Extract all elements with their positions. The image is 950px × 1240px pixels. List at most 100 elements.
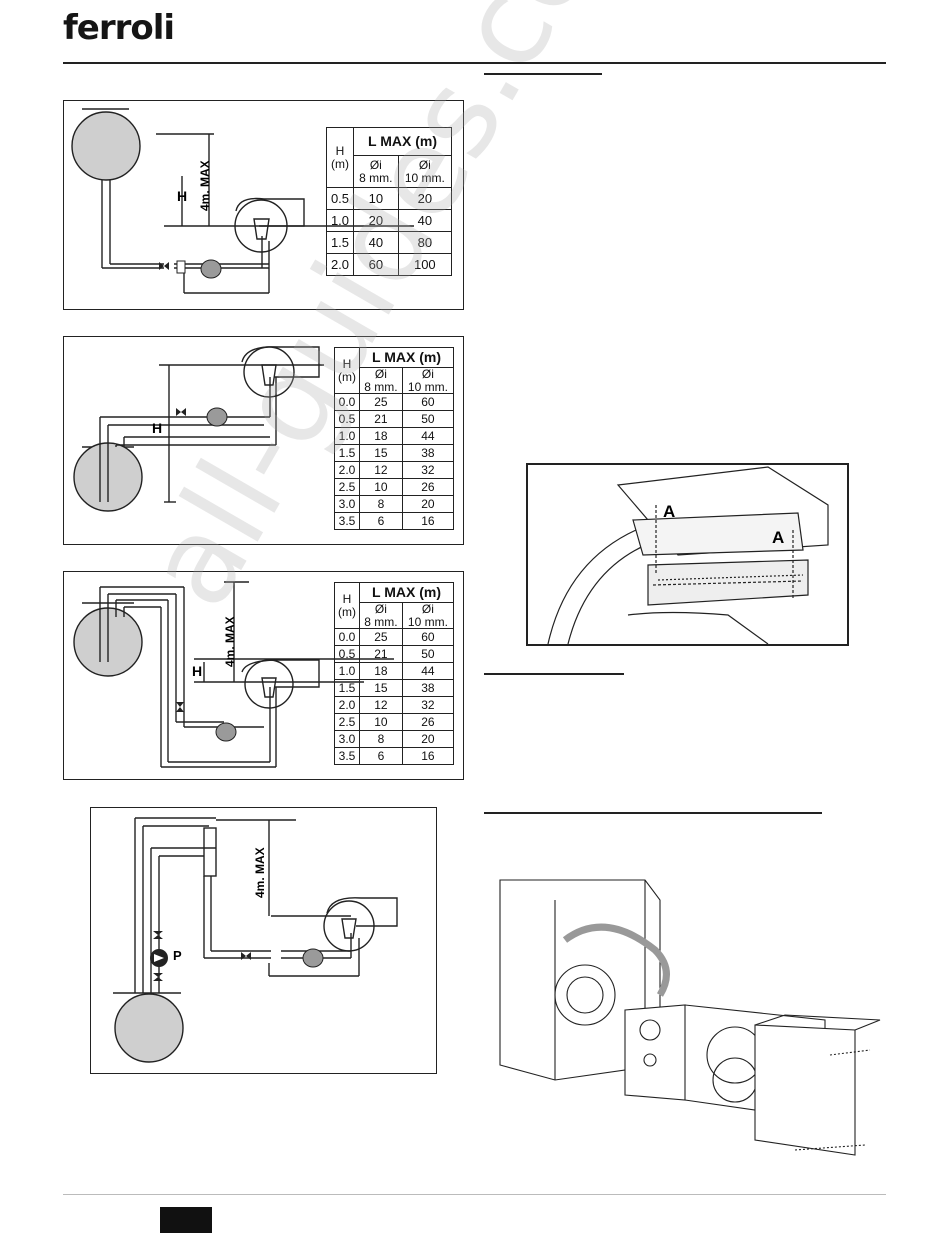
- cell-10mm: 20: [401, 495, 455, 514]
- label-h: H: [192, 663, 202, 679]
- cell-h: 1.5: [334, 679, 360, 698]
- cell-10mm: 40: [397, 209, 453, 232]
- table-title: L MAX (m): [353, 127, 452, 156]
- label-4m-max: 4m. MAX: [223, 616, 237, 667]
- cell-10mm: 50: [401, 645, 455, 664]
- cell-10mm: 26: [401, 713, 455, 732]
- label-h: H: [177, 188, 187, 204]
- col-10mm-header: Øi 10 mm.: [401, 366, 455, 395]
- figure-cover-drawing: A A: [547, 466, 829, 644]
- cell-10mm: 80: [397, 231, 453, 254]
- cell-h: 2.0: [334, 461, 360, 480]
- cell-8mm: 21: [359, 645, 403, 664]
- label-4m-max: 4m. MAX: [253, 847, 267, 898]
- cell-8mm: 10: [359, 713, 403, 732]
- section-heading-rule-3: [484, 812, 822, 814]
- section-heading-rule-2: [484, 673, 624, 675]
- cell-h: 1.0: [334, 427, 360, 446]
- cell-h: 1.5: [326, 231, 354, 254]
- cell-10mm: 16: [401, 512, 455, 531]
- cell-h: 3.0: [334, 495, 360, 514]
- cell-10mm: 26: [401, 478, 455, 497]
- cell-h: 3.5: [334, 747, 360, 766]
- cell-h: 0.0: [334, 628, 360, 647]
- col-h-header: H (m): [334, 346, 360, 395]
- diagram-suction-lift: H H (m) L MAX (m) Øi 8 mm. Øi 10 mm. 0.0…: [63, 336, 464, 545]
- label-p: P: [173, 948, 182, 963]
- cell-10mm: 60: [401, 628, 455, 647]
- cell-8mm: 6: [359, 512, 403, 531]
- figure-boiler-drawing: [499, 879, 881, 1156]
- cell-h: 2.5: [334, 478, 360, 497]
- cell-8mm: 21: [359, 410, 403, 429]
- label-4m-max: 4m. MAX: [198, 160, 212, 211]
- label-h: H: [152, 420, 162, 436]
- label-a-1: A: [663, 502, 675, 521]
- cell-10mm: 44: [401, 427, 455, 446]
- cell-10mm: 16: [401, 747, 455, 766]
- cell-h: 0.5: [334, 410, 360, 429]
- cell-h: 1.0: [334, 662, 360, 681]
- cell-8mm: 10: [353, 187, 399, 210]
- cell-10mm: 32: [401, 696, 455, 715]
- cell-8mm: 25: [359, 628, 403, 647]
- cell-8mm: 8: [359, 730, 403, 749]
- diagram-3-drawing: H 4m. MAX: [73, 581, 394, 768]
- cell-h: 0.5: [334, 645, 360, 664]
- label-a-2: A: [772, 528, 784, 547]
- col-10mm-header: Øi 10 mm.: [401, 601, 455, 630]
- diagram-4-drawing: P 4m. MAX: [113, 817, 398, 1063]
- cell-10mm: 100: [397, 253, 453, 276]
- table-title: L MAX (m): [359, 347, 454, 368]
- header-rule: [63, 62, 886, 64]
- cell-h: 3.5: [334, 512, 360, 531]
- cell-10mm: 50: [401, 410, 455, 429]
- figure-boiler-exploded: [495, 870, 885, 1165]
- cell-8mm: 10: [359, 478, 403, 497]
- cell-10mm: 38: [401, 679, 455, 698]
- cell-8mm: 12: [359, 461, 403, 480]
- diagram-gravity-feed: H 4m. MAX H (m) L MAX (m) Øi 8 mm. Øi 10…: [63, 100, 464, 310]
- cell-h: 0.0: [334, 393, 360, 412]
- diagram-siphon-feed: H 4m. MAX H (m) L MAX (m) Øi 8 mm. Øi 10…: [63, 571, 464, 780]
- cell-h: 0.5: [326, 187, 354, 210]
- footer-rule: [63, 1194, 886, 1195]
- col-8mm-header: Øi 8 mm.: [359, 601, 403, 630]
- cell-10mm: 32: [401, 461, 455, 480]
- diagram-pump-loop: P 4m. MAX: [90, 807, 437, 1074]
- section-heading-rule-1: [484, 73, 602, 75]
- cell-8mm: 60: [353, 253, 399, 276]
- cell-8mm: 6: [359, 747, 403, 766]
- cell-10mm: 44: [401, 662, 455, 681]
- cell-8mm: 15: [359, 679, 403, 698]
- col-h-header: H (m): [326, 127, 354, 188]
- col-10mm-header: Øi 10 mm.: [397, 155, 453, 188]
- cell-8mm: 15: [359, 444, 403, 463]
- cell-h: 2.0: [326, 253, 354, 276]
- table-title: L MAX (m): [359, 582, 454, 603]
- cell-8mm: 8: [359, 495, 403, 514]
- cell-h: 2.0: [334, 696, 360, 715]
- cell-10mm: 20: [401, 730, 455, 749]
- cell-8mm: 12: [359, 696, 403, 715]
- figure-cover-removal: A A: [526, 463, 849, 646]
- cell-8mm: 18: [359, 662, 403, 681]
